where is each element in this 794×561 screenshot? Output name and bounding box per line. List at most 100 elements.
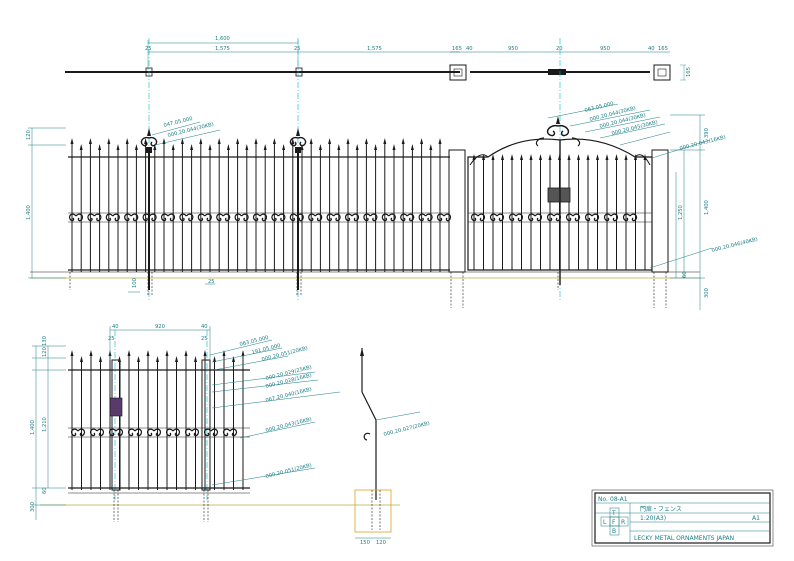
spear-tip [213,356,216,362]
spear-tip [577,154,580,160]
spear-tip [300,144,304,150]
side-scrolls [70,428,238,437]
scroll-ornament [363,213,378,222]
front-elevation: 120 1,400 100 25 390 1,400 1,250 60 300 [26,101,758,310]
section-part: 000.20.027(20KB) [383,421,430,438]
side-left-dim-5: 300 [30,502,36,512]
side-top-dim-0: 40 [112,324,119,330]
side-elevation: 40 920 40 25 25 120 130 1,400 1,210 60 3… [30,324,341,522]
spear-tip [208,144,212,150]
side-left-dim-4: 60 [42,487,48,494]
scroll-ornament [489,213,505,222]
spear-tip [107,138,111,144]
spear-tip [180,138,184,144]
spear-tip [254,138,258,144]
spear-tip [171,144,175,150]
spear-tip [184,350,188,356]
scroll-ornament [179,213,194,222]
scroll-ornament [160,213,176,222]
tb-grid: T L F R B [600,507,629,536]
front-part-6: 000.20.043(16KB) [679,135,726,152]
spear-tip [203,350,207,356]
front-left-dim-1: 1,400 [26,205,32,220]
scroll-ornament [271,213,286,222]
scroll-ornament [89,428,105,437]
gate-lock [547,187,571,203]
scroll-ornament [344,213,360,222]
spear-tip [529,154,533,160]
plan-dim-6: 40 [466,46,473,52]
spear-tip [245,144,249,150]
plan-dim-3: 25 [294,46,301,52]
tb-grid-b: B [612,528,616,535]
plan-dim-0: 1,600 [215,36,230,42]
spear-tip [217,138,221,144]
spear-tip [88,138,92,144]
fence-pickets [70,138,442,272]
side-lock [109,397,123,417]
side-left-dim-2: 1,400 [30,420,36,435]
spear-tip [80,356,83,362]
front-right-dim-2: 1,250 [678,205,684,220]
scroll-ornament [326,213,341,222]
plan-dim-2: 1,575 [215,46,230,52]
spear-tip [226,144,230,150]
front-part-7: 000.20.046(40KB) [711,237,758,254]
scroll-ornament [289,213,304,222]
tb-grid-l: L [603,519,607,526]
spear-tip [510,154,514,160]
scroll-ornament [203,428,219,437]
spear-tip [165,350,169,356]
spear-tip [89,350,93,356]
spear-tip [364,138,368,144]
side-top-dim-4: 25 [201,336,208,342]
scroll-ornament [68,213,84,222]
spear-tip [116,144,120,150]
tb-number-label: No. [598,496,608,503]
side-top-dim-1: 920 [155,324,165,330]
spear-tip [156,356,159,362]
spear-tip [539,154,542,160]
plan-dim-7: 950 [508,46,518,52]
scroll-ornament [527,213,543,222]
scroll-ornament [436,213,452,222]
front-right-dim-1: 1,400 [704,200,710,215]
spear-tip [291,138,295,144]
spear-tip [491,154,495,160]
spear-tip [175,356,178,362]
section-dim-0: 150 [360,540,370,546]
spear-tip [282,144,286,150]
spear-tip [137,356,140,362]
plan-dim-8: 20 [556,46,563,52]
plan-dim-4: 1,575 [367,46,382,52]
plan-dim-12: 165 [686,67,692,77]
spear-tip [337,144,341,150]
scroll-ornament [234,213,249,222]
spear-tip [190,144,194,150]
spear-tip [567,154,571,160]
front-right-dim-4: 300 [704,288,710,298]
spear-tip [199,138,203,144]
spear-tip [643,154,647,160]
tb-grid-f: F [612,519,616,526]
front-right-dim-3: 60 [682,271,688,278]
side-pickets [70,350,245,490]
gate-crown [535,116,581,147]
scroll-ornament [165,428,181,437]
spear-tip [438,138,442,144]
spear-tip [309,138,313,144]
title-block: No. 08-A1 門扉・フェンス 1:20(A3) A1 T L F R B … [591,489,774,547]
spear-tip [127,350,131,356]
spear-tip [236,138,240,144]
spear-tip [99,356,102,362]
spear-tip [153,144,157,150]
spear-tip [472,154,476,160]
side-top-dim-2: 40 [201,324,208,330]
front-right-dim-0: 390 [704,128,710,138]
front-bottom-dim-1: 25 [208,279,215,285]
scroll-ornament [546,213,562,222]
side-part-5: 067.20.040(16KB) [265,387,312,404]
scroll-ornament [508,213,524,222]
scroll-ornament [127,428,143,437]
scroll-ornament [252,213,268,222]
